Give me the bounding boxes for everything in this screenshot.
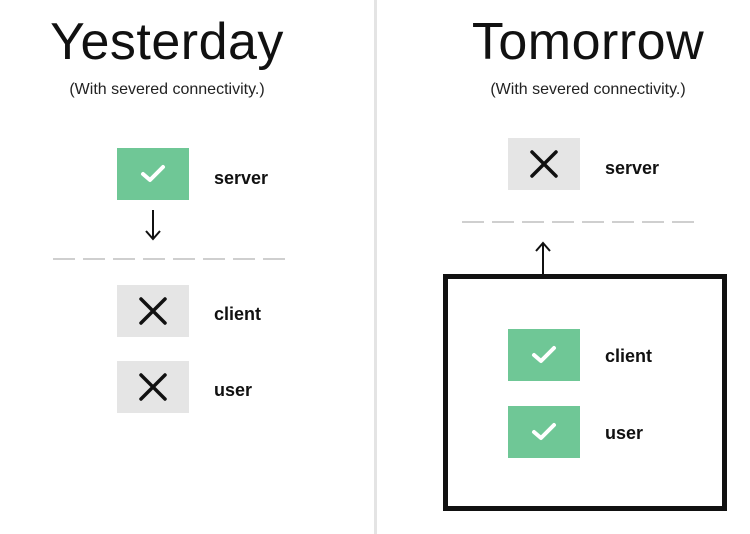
cross-icon bbox=[139, 373, 167, 401]
right-title: Tomorrow bbox=[471, 13, 705, 71]
left-connectivity-break bbox=[53, 258, 287, 260]
cross-icon bbox=[530, 150, 558, 178]
check-icon bbox=[532, 346, 556, 363]
arrow-down-icon bbox=[145, 210, 161, 241]
left-title: Yesterday bbox=[50, 13, 284, 71]
client-user-group-frame bbox=[443, 274, 727, 511]
right-server-label: server bbox=[605, 158, 660, 178]
right-subtitle: (With severed connectivity.) bbox=[490, 81, 686, 98]
check-icon bbox=[141, 165, 165, 182]
right-connectivity-break bbox=[462, 221, 696, 223]
right-user-status bbox=[508, 406, 580, 458]
left-server-status bbox=[117, 148, 189, 200]
right-server-status bbox=[508, 138, 580, 190]
left-client-label: client bbox=[214, 304, 262, 324]
arrow-up-icon bbox=[535, 241, 551, 274]
cross-icon bbox=[139, 297, 167, 325]
left-subtitle: (With severed connectivity.) bbox=[69, 81, 265, 98]
left-client-status bbox=[117, 285, 189, 337]
panel-divider bbox=[374, 0, 377, 534]
left-user-status bbox=[117, 361, 189, 413]
right-client-status bbox=[508, 329, 580, 381]
check-icon bbox=[532, 423, 556, 440]
left-server-label: server bbox=[214, 168, 269, 188]
right-user-label: user bbox=[605, 423, 644, 443]
right-client-label: client bbox=[605, 346, 653, 366]
left-user-label: user bbox=[214, 380, 253, 400]
